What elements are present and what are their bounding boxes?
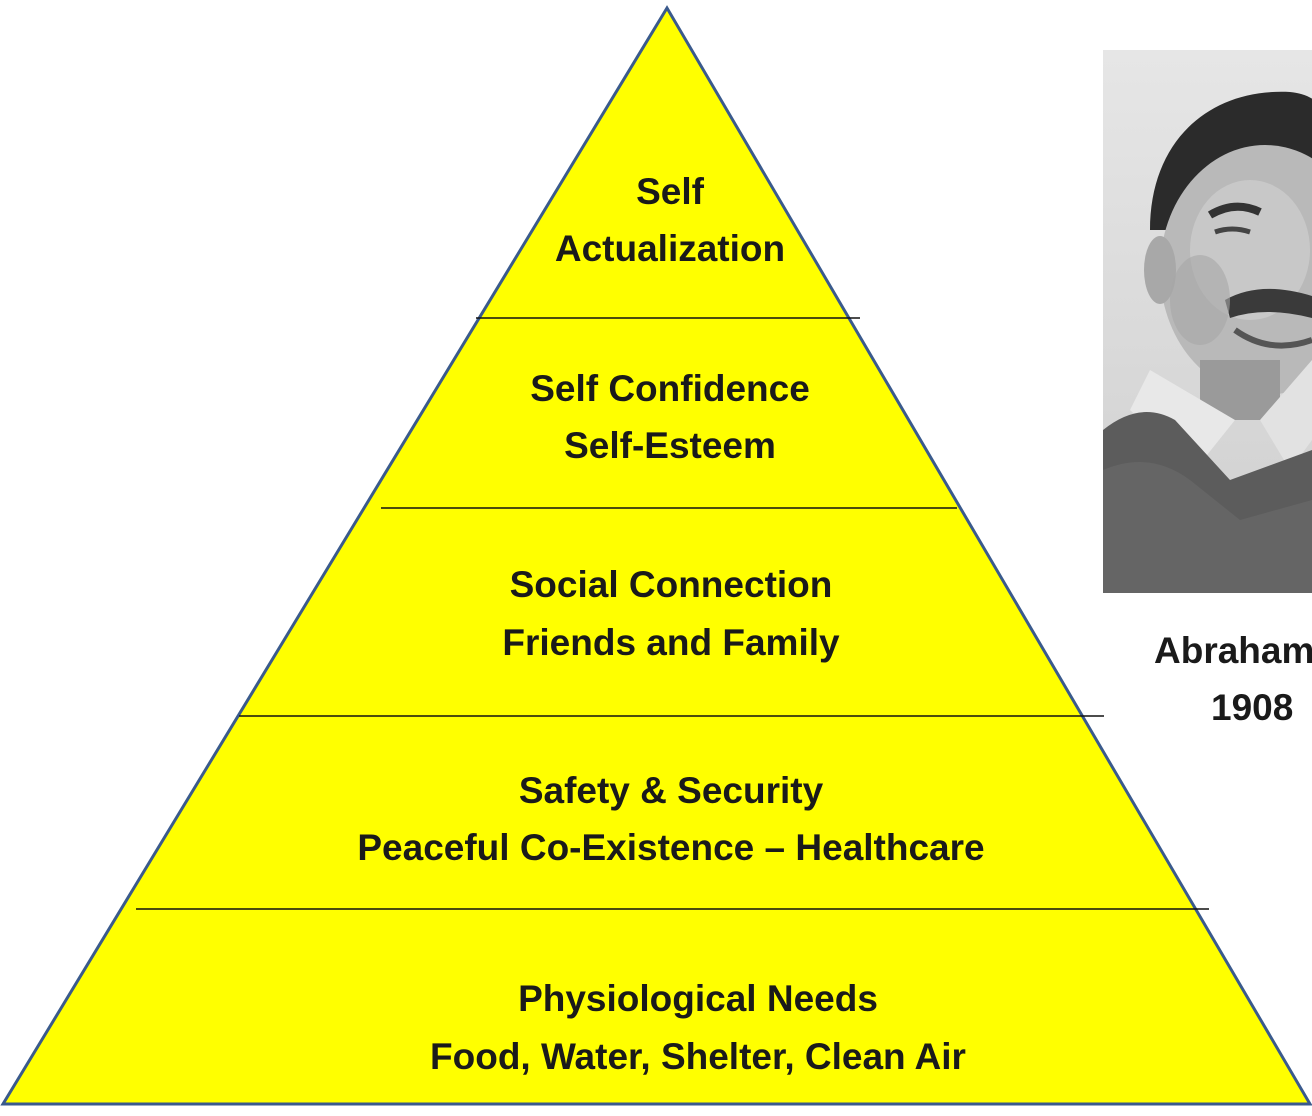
level-label-line2: Peaceful Co-Existence – Healthcare bbox=[357, 827, 984, 868]
level-label-line2: Friends and Family bbox=[502, 622, 840, 663]
level-label-line1: Self bbox=[636, 171, 705, 212]
level-label-line1: Physiological Needs bbox=[518, 978, 878, 1019]
level-esteem: Self Confidence Self-Esteem bbox=[530, 368, 810, 466]
level-physiological: Physiological Needs Food, Water, Shelter… bbox=[430, 978, 966, 1077]
pyramid-shape bbox=[0, 5, 1312, 1106]
level-label-line1: Social Connection bbox=[510, 564, 833, 605]
portrait-caption: Abraham 1908 bbox=[1154, 630, 1312, 728]
portrait-caption-year: 1908 bbox=[1211, 687, 1293, 728]
level-self-actualization: Self Actualization bbox=[555, 171, 785, 269]
level-label-line2: Food, Water, Shelter, Clean Air bbox=[430, 1036, 966, 1077]
level-label-line2: Actualization bbox=[555, 228, 785, 269]
level-label-line2: Self-Esteem bbox=[564, 425, 776, 466]
portrait-photo bbox=[1103, 50, 1312, 593]
level-safety: Safety & Security Peaceful Co-Existence … bbox=[357, 770, 984, 868]
level-label-line1: Safety & Security bbox=[519, 770, 824, 811]
level-social: Social Connection Friends and Family bbox=[502, 564, 840, 663]
level-label-line1: Self Confidence bbox=[530, 368, 810, 409]
portrait-caption-name: Abraham bbox=[1154, 630, 1312, 671]
